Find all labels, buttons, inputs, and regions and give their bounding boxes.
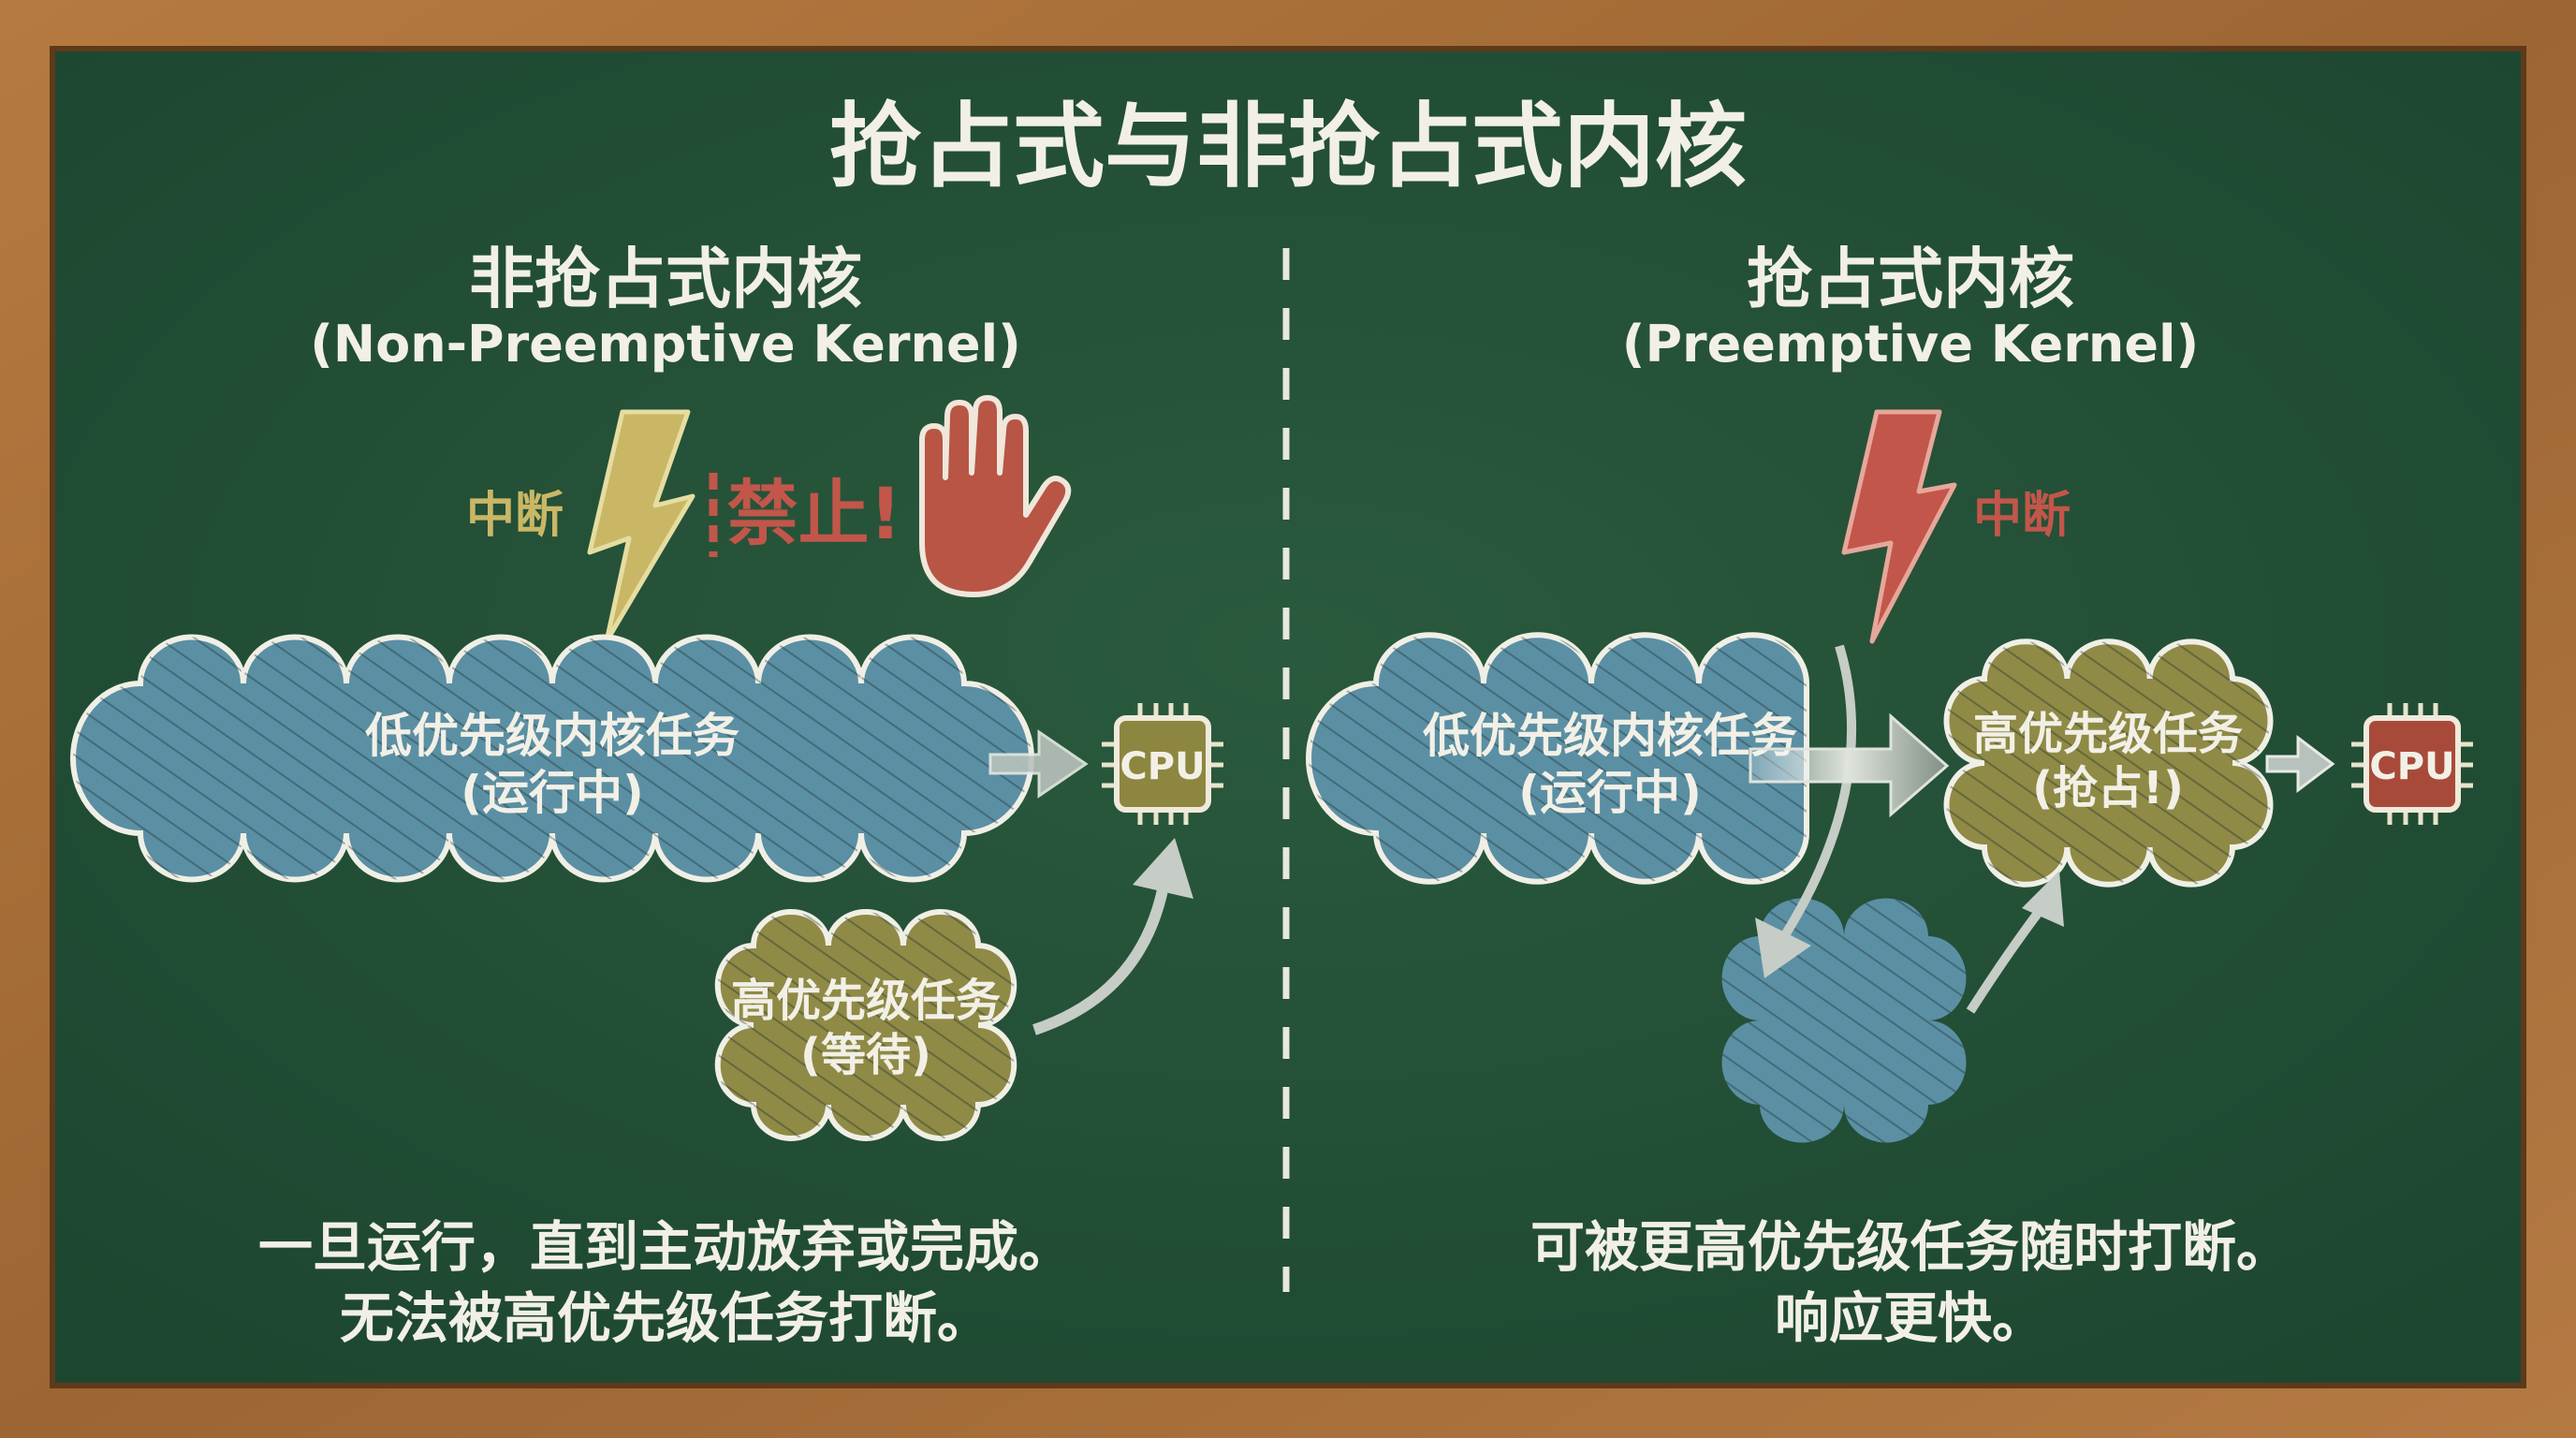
- cpu-chip-icon: [1102, 703, 1223, 825]
- curved-arrow-head-icon: [1133, 838, 1193, 899]
- page-title: 抢占式与非抢占式内核: [829, 94, 1747, 200]
- lightning-icon: [587, 409, 695, 644]
- left-caption-line1: 一旦运行，直到主动放弃或完成。: [258, 1215, 1073, 1279]
- left-running-task-line2: (运行中): [461, 766, 644, 820]
- right-heading: 抢占式内核: [1747, 241, 2074, 317]
- return-arrow-head-icon: [2022, 871, 2064, 927]
- right-interrupt-label: 中断: [1973, 488, 2071, 544]
- left-waiting-task-line2: (等待): [800, 1029, 931, 1081]
- low-priority-task-cloud-hatch: [1309, 635, 1807, 882]
- right-preempt-task-line2: (抢占!): [2032, 762, 2184, 814]
- right-cpu-label: CPU: [2369, 745, 2454, 788]
- arrow-to-cpu-icon: [2265, 734, 2335, 794]
- right-running-task-line2: (运行中): [1518, 766, 1702, 820]
- right-subheading: (Preemptive Kernel): [1622, 315, 2199, 374]
- left-running-task-line1: 低优先级内核任务: [365, 709, 739, 763]
- right-running-task-line1: 低优先级内核任务: [1423, 709, 1797, 763]
- preempt-arrow-icon: [1749, 712, 1950, 818]
- left-subheading: (Non-Preemptive Kernel): [310, 315, 1021, 374]
- high-priority-waiting-cloud-hatch: [717, 912, 1015, 1138]
- left-caption-line2: 无法被高优先级任务打断。: [340, 1286, 991, 1350]
- right-preempt-task-line1: 高优先级任务: [1973, 708, 2243, 760]
- left-heading: 非抢占式内核: [469, 241, 862, 317]
- left-waiting-task-line1: 高优先级任务: [731, 975, 1001, 1027]
- low-priority-task-cloud-hatch: [73, 637, 1032, 880]
- forbidden-label: 禁止!: [727, 472, 902, 555]
- right-caption-line1: 可被更高优先级任务随时打断。: [1530, 1215, 2291, 1279]
- context-switch-arrow-head-icon: [1755, 917, 1811, 978]
- left-interrupt-label: 中断: [466, 488, 564, 544]
- high-priority-preempting-cloud-hatch: [1946, 641, 2271, 885]
- right-caption-line2: 响应更快。: [1775, 1286, 2046, 1350]
- stop-hand-icon: [919, 395, 1072, 597]
- curved-arrow-icon: [1032, 874, 1171, 1035]
- arrow-to-cpu-icon: [988, 729, 1089, 799]
- cpu-chip-icon: [2351, 703, 2473, 825]
- lightning-icon: [1841, 409, 1957, 644]
- left-cpu-label: CPU: [1120, 745, 1205, 788]
- context-switch-arrow-icon: [1774, 644, 1856, 948]
